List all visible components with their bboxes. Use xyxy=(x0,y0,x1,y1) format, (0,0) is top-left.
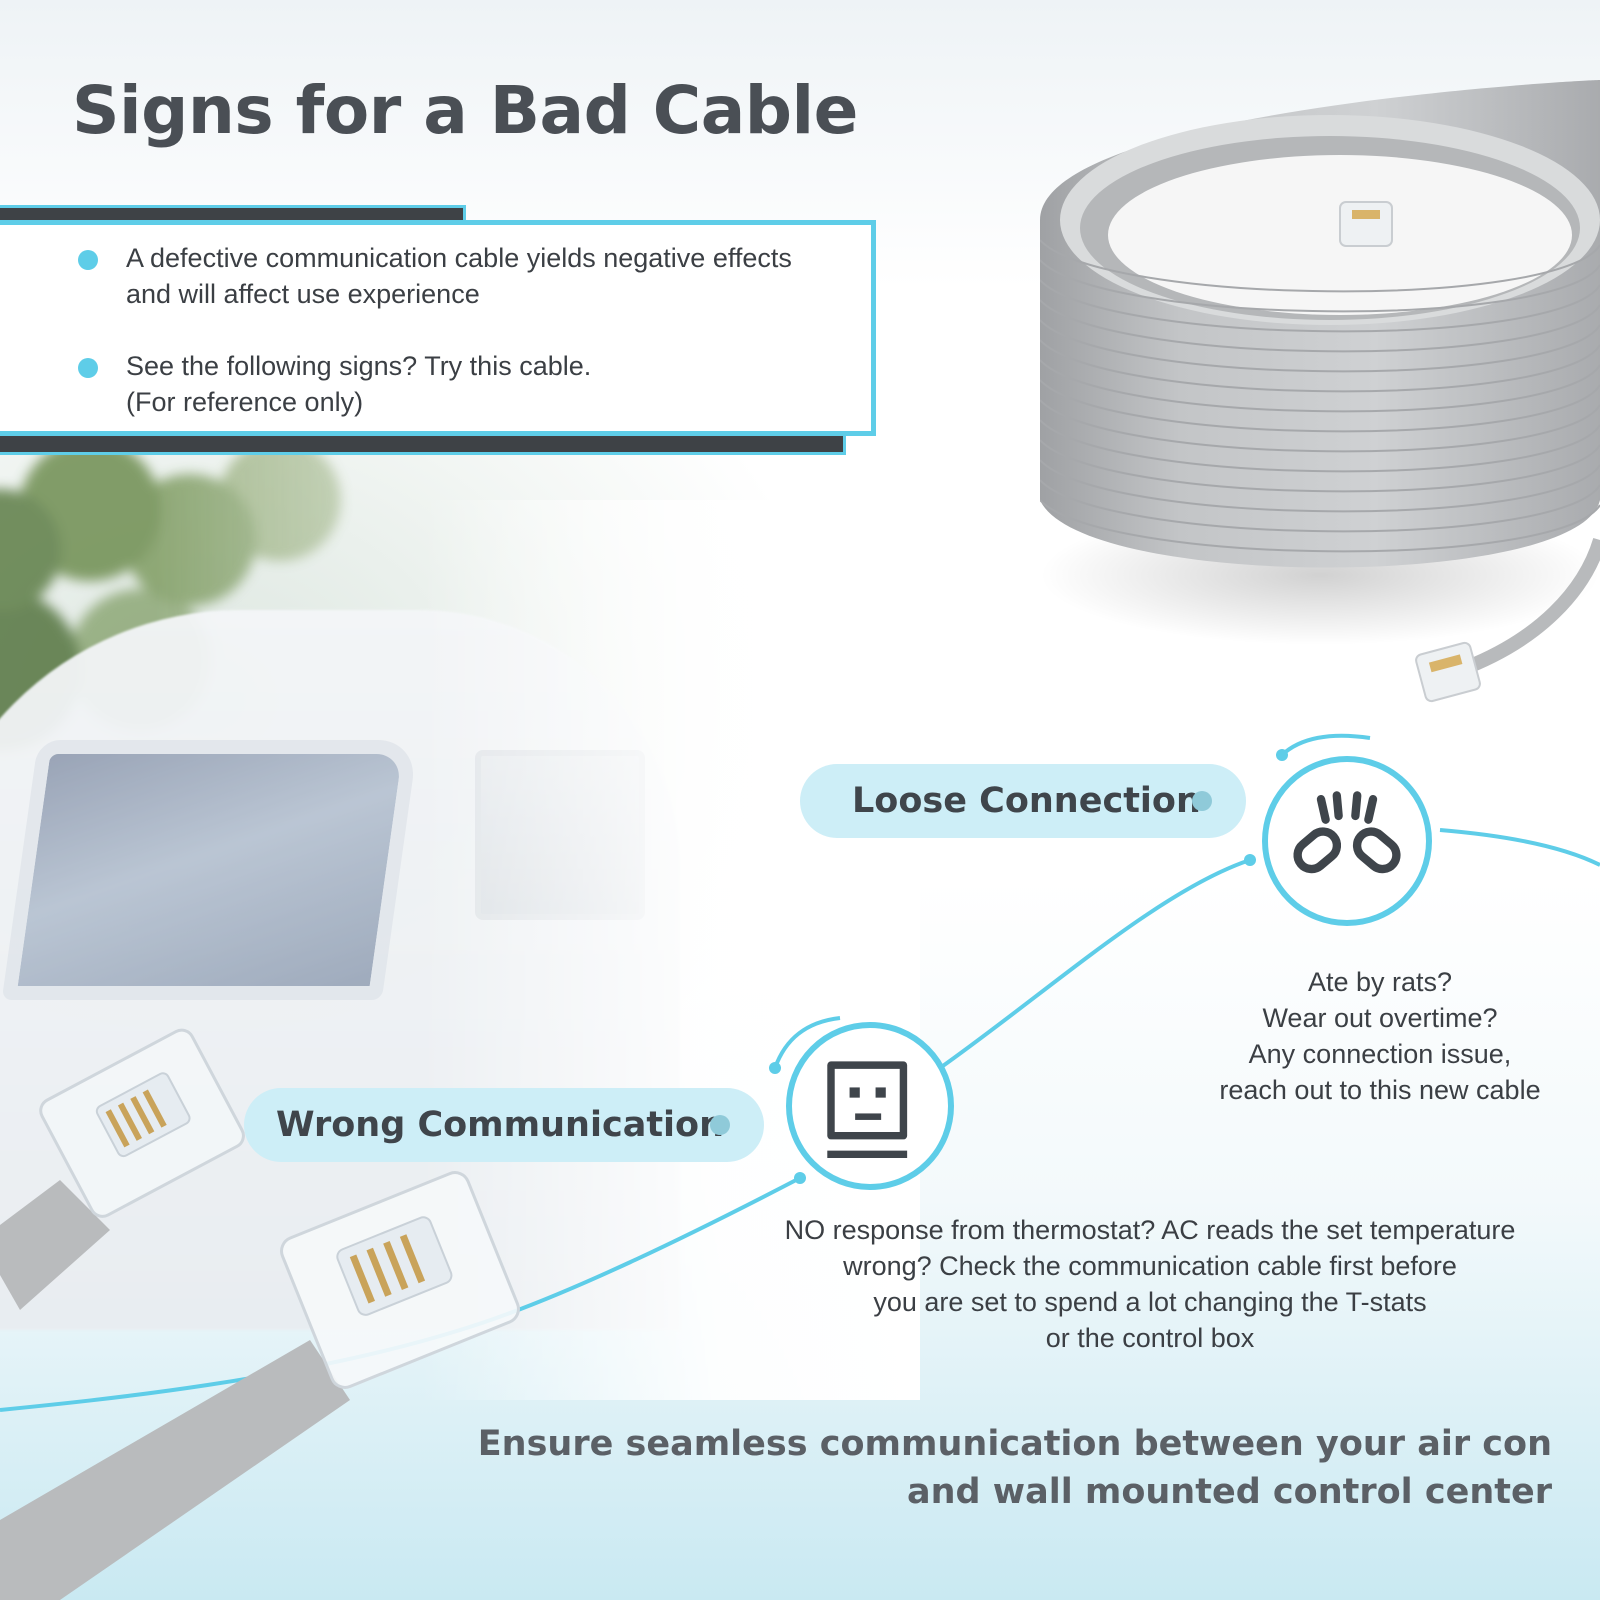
sign-description-loose: Ate by rats? Wear out overtime? Any conn… xyxy=(1180,964,1580,1108)
sign-label-text: Loose Connection xyxy=(852,781,1201,821)
confused-monitor-icon xyxy=(786,1022,954,1190)
accent-bar-bottom xyxy=(0,433,846,455)
bullet-item: A defective communication cable yields n… xyxy=(78,240,844,312)
bullet-line: A defective communication cable yields n… xyxy=(126,243,792,273)
tagline-line: and wall mounted control center xyxy=(906,1472,1552,1512)
pill-dot xyxy=(710,1115,730,1135)
sign-label-loose-connection: Loose Connection xyxy=(800,764,1246,838)
bullet-box xyxy=(0,220,876,436)
description-line: wrong? Check the communication cable fir… xyxy=(843,1251,1457,1281)
description-line: NO response from thermostat? AC reads th… xyxy=(784,1215,1516,1245)
background-fade xyxy=(420,500,920,1400)
accent-bar-top xyxy=(0,205,466,221)
description-line: or the control box xyxy=(1045,1323,1255,1353)
sign-label-text: Wrong Communication xyxy=(276,1105,725,1145)
bullet-line: See the following signs? Try this cable. xyxy=(126,351,592,381)
description-line: you are set to spend a lot changing the … xyxy=(873,1287,1427,1317)
bullet-item: See the following signs? Try this cable.… xyxy=(78,348,844,420)
tagline-line: Ensure seamless communication between yo… xyxy=(477,1424,1552,1464)
bullet-dot xyxy=(78,358,98,378)
description-line: Ate by rats? xyxy=(1307,967,1453,997)
sign-description-wrong: NO response from thermostat? AC reads th… xyxy=(740,1212,1560,1356)
broken-link-icon xyxy=(1262,756,1432,926)
description-line: Wear out overtime? xyxy=(1262,1003,1498,1033)
bullet-line: (For reference only) xyxy=(126,387,364,417)
pill-dot xyxy=(1192,791,1212,811)
description-line: Any connection issue, xyxy=(1248,1039,1512,1069)
bullet-dot xyxy=(78,250,98,270)
sign-label-wrong-communication: Wrong Communication xyxy=(244,1088,764,1162)
cable-coil-image xyxy=(1040,80,1600,703)
description-line: reach out to this new cable xyxy=(1219,1075,1541,1105)
footer-tagline: Ensure seamless communication between yo… xyxy=(478,1420,1552,1516)
bullet-line: and will affect use experience xyxy=(126,279,480,309)
page-title: Signs for a Bad Cable xyxy=(72,72,858,149)
